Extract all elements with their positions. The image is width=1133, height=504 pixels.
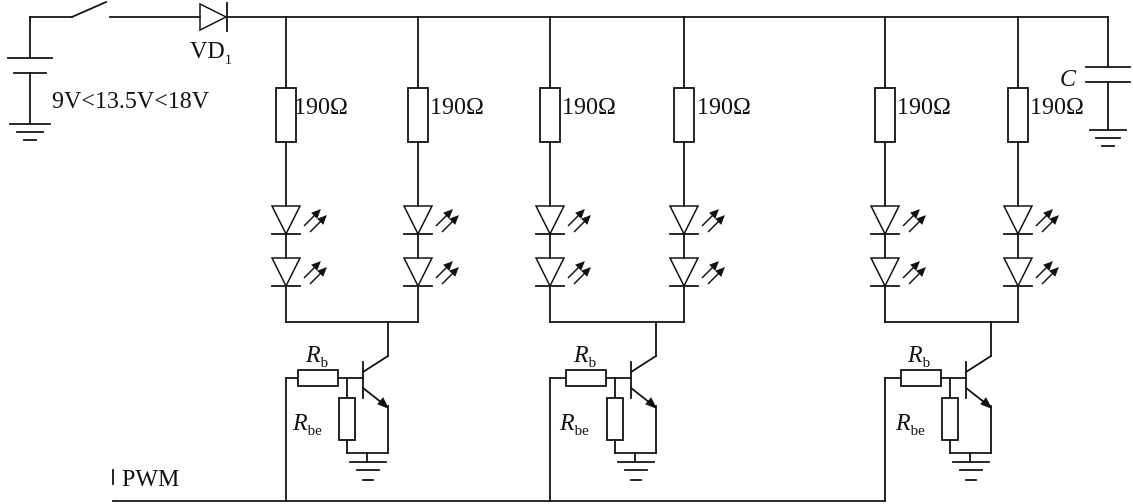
resistor-icon — [874, 87, 896, 143]
led-module-1 — [270, 16, 459, 502]
rb-label: Rb — [305, 342, 328, 371]
resistor-icon — [900, 369, 942, 387]
led-icon — [534, 257, 591, 288]
resistor-label: 190Ω — [1030, 94, 1084, 120]
transistor-icon — [964, 354, 993, 409]
resistor-icon — [297, 369, 339, 387]
led-icon — [402, 205, 459, 236]
pwm-line — [112, 469, 886, 502]
led-icon — [668, 205, 725, 236]
battery-branch — [7, 16, 73, 141]
pwm-label: PWM — [122, 466, 179, 492]
resistor-icon — [673, 87, 695, 143]
capacitor-icon — [1085, 16, 1131, 147]
diode-label: VD1 — [190, 38, 232, 68]
resistor-icon — [338, 397, 356, 441]
capacitor-label: C — [1060, 66, 1077, 92]
led-icon — [869, 257, 926, 288]
resistor-label: 190Ω — [430, 94, 484, 120]
led-icon — [534, 205, 591, 236]
resistor-icon — [275, 87, 297, 143]
led-icon — [869, 205, 926, 236]
resistor-icon — [539, 87, 561, 143]
led-icon — [402, 257, 459, 288]
rbe-label: Rbe — [559, 410, 589, 439]
led-module-2 — [534, 16, 725, 502]
led-icon — [1002, 257, 1059, 288]
resistor-icon — [606, 397, 624, 441]
resistor-label: 190Ω — [562, 94, 616, 120]
rbe-label: Rbe — [895, 410, 925, 439]
resistor-icon — [941, 397, 959, 441]
resistor-icon — [407, 87, 429, 143]
transistor-icon — [629, 354, 658, 409]
rb-label: Rb — [907, 342, 930, 371]
led-module-3 — [869, 16, 1059, 502]
switch-icon — [70, 0, 201, 19]
resistor-icon — [565, 369, 607, 387]
led-icon — [1002, 205, 1059, 236]
resistor-icon — [1007, 87, 1029, 143]
led-icon — [270, 257, 327, 288]
resistor-label: 190Ω — [697, 94, 751, 120]
diode-icon — [199, 2, 228, 32]
led-icon — [270, 205, 327, 236]
resistor-label: 190Ω — [897, 94, 951, 120]
resistor-label: 190Ω — [294, 94, 348, 120]
transistor-icon — [361, 354, 390, 409]
supply-voltage-label: 9V<13.5V<18V — [52, 88, 210, 114]
led-icon — [668, 257, 725, 288]
rbe-label: Rbe — [292, 410, 322, 439]
rb-label: Rb — [573, 342, 596, 371]
